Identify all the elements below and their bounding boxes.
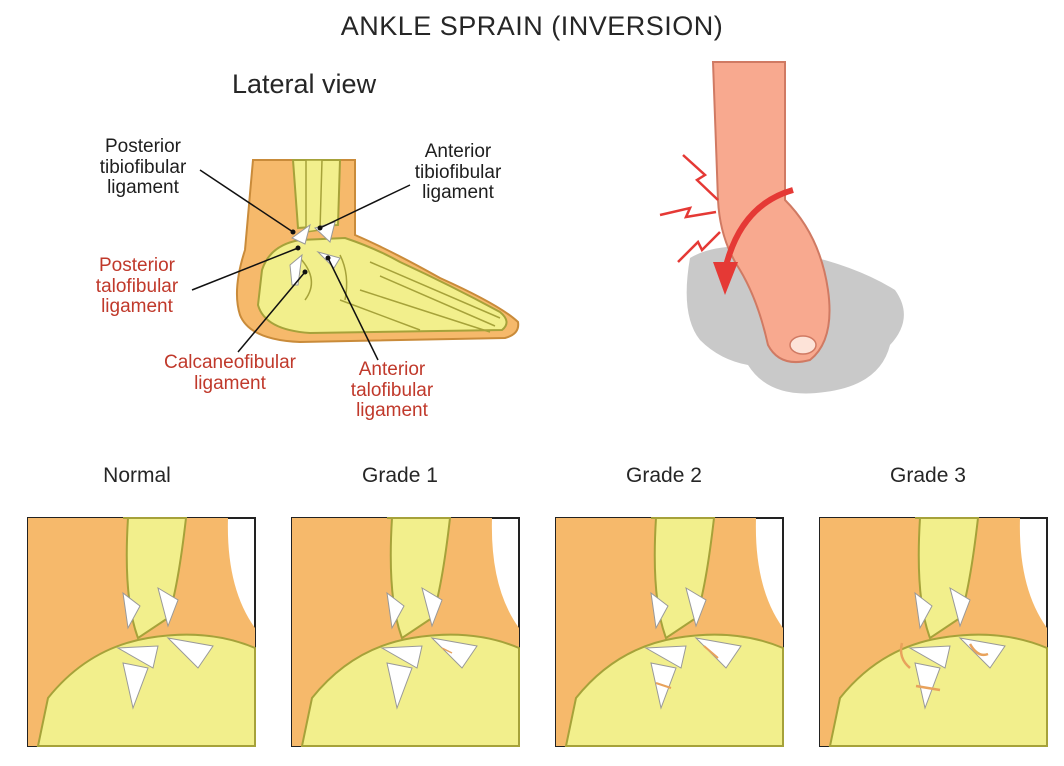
page-title: ANKLE SPRAIN (INVERSION) bbox=[340, 11, 724, 41]
grade-label-3: Grade 3 bbox=[890, 464, 966, 487]
grade-label-normal: Normal bbox=[103, 464, 171, 487]
lateral-foot-illustration bbox=[191, 159, 520, 361]
inversion-foot-illustration bbox=[659, 61, 904, 394]
lateral-view-label: Lateral view bbox=[232, 69, 377, 99]
grade-label-1: Grade 1 bbox=[362, 464, 438, 487]
grade-panel-3 bbox=[819, 517, 1048, 747]
grade-panel-1 bbox=[291, 517, 520, 747]
grade-label-2: Grade 2 bbox=[626, 464, 702, 487]
grade-panel-normal bbox=[27, 517, 256, 747]
posterior-talofibular-label: Posterior talofibular ligament bbox=[95, 255, 179, 318]
anterior-talofibular-label: Anterior talofibular ligament bbox=[350, 359, 434, 422]
posterior-tibiofibular-label: Posterior tibiofibular ligament bbox=[99, 136, 187, 199]
calcaneofibular-label: Calcaneofibular ligament bbox=[163, 352, 297, 394]
grade-panel-2 bbox=[555, 517, 784, 747]
anterior-tibiofibular-label: Anterior tibiofibular ligament bbox=[414, 141, 502, 204]
